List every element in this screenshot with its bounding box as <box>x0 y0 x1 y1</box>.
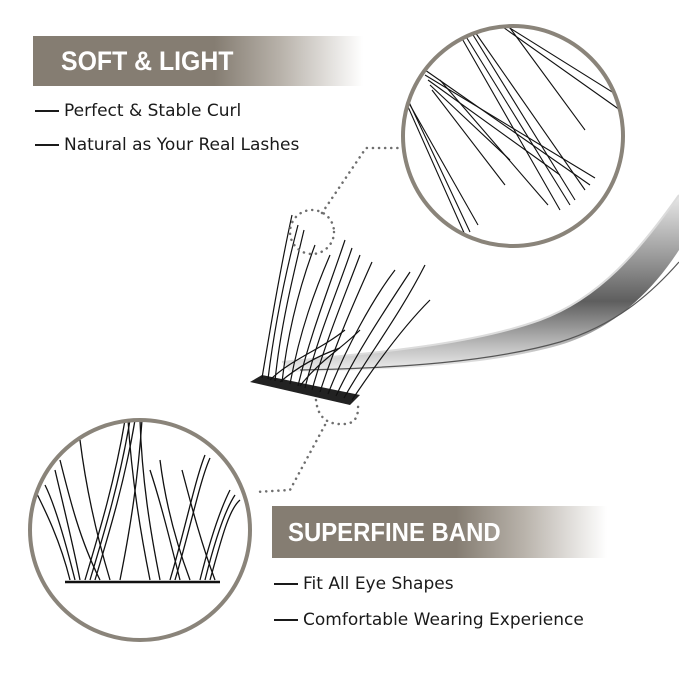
soft-light-title: SOFT & LIGHT <box>61 45 234 76</box>
feature-item: Perfect & Stable Curl <box>35 101 241 121</box>
superfine-band-title: SUPERFINE BAND <box>288 516 501 547</box>
dotted-connector-top <box>288 146 402 256</box>
lash-band-closeup-image <box>28 418 252 642</box>
dash-icon <box>35 144 59 146</box>
dash-icon <box>274 619 298 621</box>
feature-label: Natural as Your Real Lashes <box>64 135 300 155</box>
dash-icon <box>35 110 59 112</box>
dash-icon <box>274 583 298 585</box>
superfine-band-banner: SUPERFINE BAND <box>272 506 607 558</box>
dotted-connector-bottom <box>253 398 360 494</box>
tweezers-image <box>281 194 679 372</box>
feature-item: Comfortable Wearing Experience <box>274 610 584 630</box>
feature-label: Fit All Eye Shapes <box>303 574 454 594</box>
feature-item: Natural as Your Real Lashes <box>35 135 299 155</box>
soft-light-banner: SOFT & LIGHT <box>33 36 363 86</box>
feature-item: Fit All Eye Shapes <box>274 574 454 594</box>
lash-cluster-image <box>250 214 431 405</box>
feature-label: Comfortable Wearing Experience <box>303 610 584 630</box>
lash-tips-closeup-image <box>401 24 625 248</box>
feature-label: Perfect & Stable Curl <box>64 101 242 121</box>
